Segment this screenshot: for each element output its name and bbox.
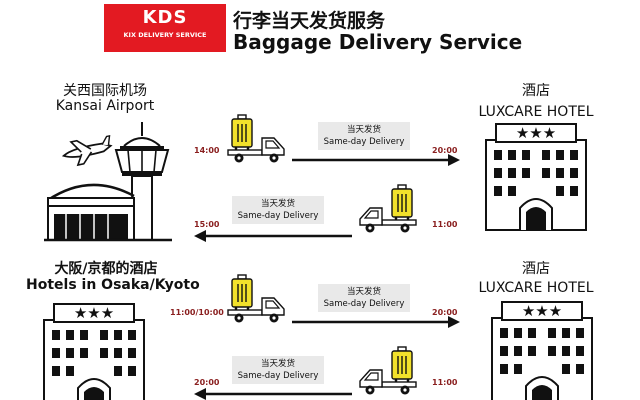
dest-label-cn-2: 酒店 — [522, 261, 550, 277]
time-arrive-1b: 15:00 — [194, 220, 220, 229]
truck-icon-1b — [359, 184, 417, 234]
badge-text-cn: 当天发货 — [260, 359, 295, 369]
dest-label-en-1: LUXCARE HOTEL — [478, 104, 594, 120]
hotel-icon-dest-2 — [491, 301, 593, 400]
origin-label-en-2: Hotels in Osaka/Kyoto — [26, 277, 200, 293]
same-day-badge-1a: 当天发货 Same-day Delivery — [318, 122, 410, 150]
origin-label-en-1: Kansai Airport — [55, 98, 155, 114]
arrow-left-2 — [194, 388, 352, 400]
badge-text-cn: 当天发货 — [346, 125, 381, 135]
airport-icon — [44, 122, 172, 242]
arrow-right-2 — [292, 316, 460, 328]
badge-text-en: Same-day Delivery — [237, 371, 319, 381]
logo-sub-text: KIX DELIVERY SERVICE — [123, 31, 207, 39]
time-arrive-2a: 20:00 — [432, 308, 458, 317]
arrow-left-1 — [194, 230, 352, 242]
truck-icon-2b — [359, 346, 417, 396]
hotel-icon-origin-2 — [43, 303, 145, 400]
page-title-cn: 行李当天发货服务 — [233, 10, 386, 32]
time-depart-2b: 11:00 — [432, 378, 458, 387]
arrow-right-1 — [292, 154, 460, 166]
badge-text-cn: 当天发货 — [346, 287, 381, 297]
logo-main-text: KDS — [142, 7, 188, 28]
badge-text-en: Same-day Delivery — [323, 299, 405, 309]
same-day-badge-2b: 当天发货 Same-day Delivery — [232, 356, 324, 384]
origin-label-cn-1: 关西国际机场 — [63, 83, 147, 99]
time-depart-1a: 14:00 — [194, 146, 220, 155]
kds-logo: KDS KIX DELIVERY SERVICE — [104, 4, 226, 52]
badge-text-cn: 当天发货 — [260, 199, 295, 209]
time-depart-1b: 11:00 — [432, 220, 458, 229]
dest-label-cn-1: 酒店 — [522, 83, 550, 99]
hotel-icon-dest-1 — [485, 123, 587, 231]
badge-text-en: Same-day Delivery — [237, 211, 319, 221]
same-day-badge-2a: 当天发货 Same-day Delivery — [318, 284, 410, 312]
same-day-badge-1b: 当天发货 Same-day Delivery — [232, 196, 324, 224]
truck-icon-2a — [227, 274, 285, 324]
badge-text-en: Same-day Delivery — [323, 137, 405, 147]
time-arrive-2b: 20:00 — [194, 378, 220, 387]
page-title-en: Baggage Delivery Service — [233, 30, 523, 54]
time-arrive-1a: 20:00 — [432, 146, 458, 155]
time-depart-2a: 11:00/10:00 — [170, 308, 224, 317]
dest-label-en-2: LUXCARE HOTEL — [478, 280, 594, 296]
truck-icon-1a — [227, 114, 285, 164]
origin-label-cn-2: 大阪/京都的酒店 — [54, 261, 158, 277]
